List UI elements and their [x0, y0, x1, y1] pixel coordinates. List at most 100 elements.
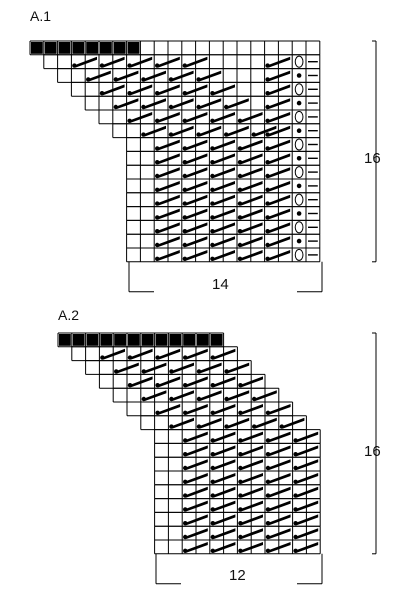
- a2-cable-symbol: [238, 431, 263, 443]
- a1-purl-dot-symbol: [296, 211, 302, 216]
- a1-black-cell: [86, 42, 98, 54]
- a1-cable-symbol: [210, 250, 235, 261]
- a2-black-cell: [183, 334, 195, 346]
- a2-cable-symbol: [127, 348, 153, 360]
- a1-cable-symbol: [127, 112, 153, 124]
- a2-cable-symbol: [265, 404, 291, 415]
- a1-cable-symbol: [155, 84, 180, 96]
- a2-black-cell: [72, 334, 85, 346]
- a2-cable-symbol: [224, 417, 250, 429]
- a1-purl-dot-symbol: [296, 100, 302, 106]
- a2-cable-symbol: [183, 348, 208, 360]
- a2-cable-symbol: [238, 486, 263, 498]
- a2-cable-symbol: [293, 500, 319, 512]
- a2-cable-symbol: [238, 445, 263, 457]
- a2-cable-symbol: [183, 431, 208, 443]
- a1-cable-symbol: [196, 98, 222, 110]
- a2-cable-symbol: [169, 390, 194, 402]
- a1-black-cell: [58, 42, 71, 54]
- a2-cable-symbol: [210, 473, 236, 484]
- a1-cable-symbol: [237, 153, 263, 165]
- a1-cable-symbol: [155, 194, 180, 206]
- a1-yarn-over-symbol: [294, 221, 304, 234]
- a2-cable-symbol: [293, 486, 319, 498]
- a2-cable-symbol: [293, 528, 319, 540]
- a2-cable-symbol: [265, 431, 291, 443]
- a2-cable-symbol: [238, 404, 263, 415]
- a1-cable-symbol: [182, 236, 208, 248]
- a2-cable-symbol: [210, 376, 236, 388]
- a1-cable-symbol: [210, 84, 235, 96]
- a2-cable-symbol: [238, 528, 263, 540]
- a2-cable-symbol: [183, 486, 208, 498]
- a1-cable-symbol: [113, 70, 139, 82]
- a1-edge-cable-symbol: [265, 98, 291, 110]
- a2-cable-symbol: [210, 348, 236, 360]
- a2-cable-symbol: [238, 514, 263, 526]
- diagram-a1-rows-label: 16: [364, 150, 381, 167]
- a1-cable-symbol: [168, 125, 194, 137]
- a1-cable-symbol: [237, 208, 263, 220]
- a1-purl-dot-symbol: [296, 238, 302, 244]
- a1-cable-symbol: [155, 153, 180, 165]
- a2-cable-symbol: [265, 445, 291, 457]
- a2-black-cell: [128, 334, 140, 346]
- a2-cable-symbol: [252, 417, 277, 429]
- a2-cable-symbol: [210, 500, 236, 512]
- a1-edge-cable-symbol: [265, 84, 291, 96]
- a2-black-cell: [197, 334, 209, 346]
- a2-cable-symbol: [210, 431, 236, 443]
- a1-cable-symbol: [127, 84, 153, 96]
- a1-cable-symbol: [155, 112, 180, 124]
- a1-yarn-over-symbol: [294, 110, 304, 123]
- a2-cable-symbol: [183, 459, 208, 471]
- a2-black-cell: [59, 334, 71, 346]
- a1-yarn-over-symbol: [294, 138, 304, 151]
- a2-cable-symbol: [169, 362, 194, 374]
- a2-cable-symbol: [183, 473, 208, 484]
- a1-cable-symbol: [237, 222, 263, 234]
- a2-black-cell: [86, 334, 99, 346]
- a2-black-cell: [114, 334, 126, 346]
- a2-cable-symbol: [265, 542, 291, 553]
- a1-purl-dot-symbol: [296, 183, 302, 189]
- a2-cable-symbol: [293, 431, 319, 443]
- a1-cable-symbol: [182, 194, 208, 206]
- a1-edge-cable-symbol: [265, 70, 291, 82]
- a1-cable-symbol: [196, 70, 222, 82]
- diagram-a1-title: A.1: [30, 8, 52, 24]
- a2-cable-symbol: [183, 404, 208, 415]
- a2-cable-symbol: [210, 514, 236, 526]
- a1-cable-symbol: [237, 139, 263, 151]
- a2-cable-symbol: [210, 486, 236, 498]
- a1-cable-symbol: [210, 208, 235, 220]
- a2-cable-symbol: [224, 390, 250, 402]
- a1-edge-cable-symbol: [265, 139, 291, 151]
- a2-cable-symbol: [196, 390, 222, 402]
- a1-cable-symbol: [210, 222, 235, 234]
- a1-cable-symbol: [182, 181, 208, 192]
- a1-cable-symbol: [168, 98, 194, 110]
- a2-cable-symbol: [183, 514, 208, 526]
- a1-edge-cable-symbol: [265, 153, 291, 165]
- a1-cable-symbol: [237, 181, 263, 192]
- a1-edge-cable-symbol: [265, 125, 291, 137]
- a1-purl-dot-symbol: [296, 73, 302, 78]
- a2-cable-symbol: [155, 404, 181, 415]
- a1-cable-symbol: [210, 153, 235, 165]
- a2-cable-symbol: [252, 390, 277, 402]
- a1-cable-symbol: [224, 125, 249, 137]
- a1-cable-symbol: [155, 222, 180, 234]
- a1-cable-symbol: [182, 56, 208, 68]
- a2-cable-symbol: [210, 528, 236, 540]
- a1-cable-symbol: [224, 98, 249, 110]
- a1-edge-cable-symbol: [265, 112, 291, 124]
- a1-cable-symbol: [86, 70, 111, 82]
- a1-edge-cable-symbol: [265, 222, 291, 234]
- a2-cable-symbol: [183, 500, 208, 512]
- a2-cable-symbol: [210, 459, 236, 471]
- a2-cable-symbol: [265, 528, 291, 540]
- a2-cable-symbol: [183, 376, 208, 388]
- a1-edge-cable-symbol: [265, 167, 291, 179]
- a1-cable-symbol: [182, 139, 208, 151]
